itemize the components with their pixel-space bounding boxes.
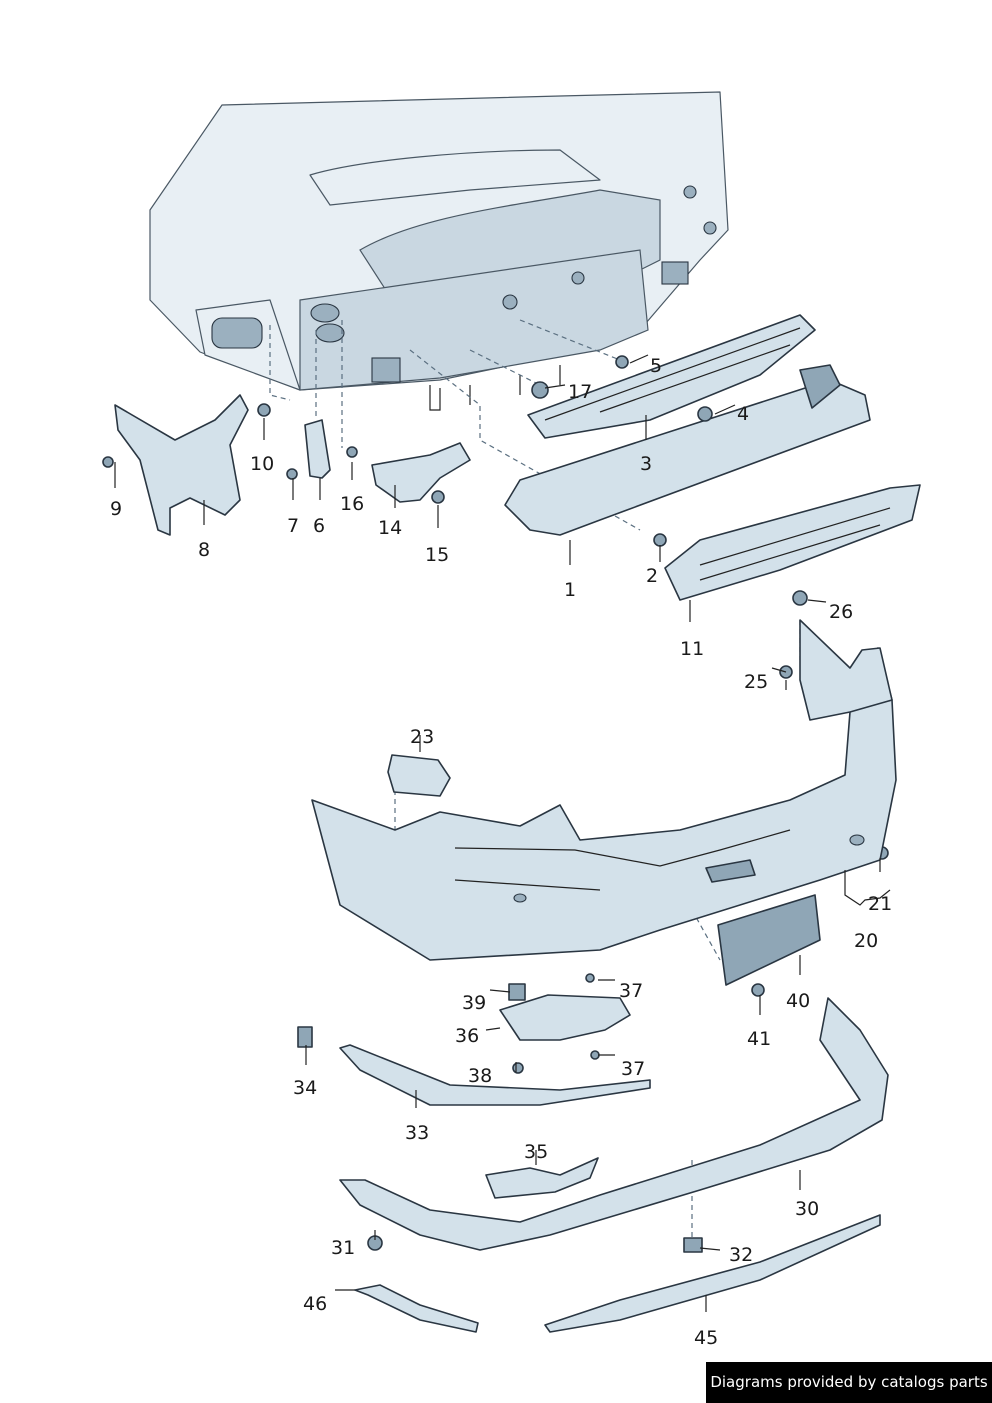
energy-absorber-lower bbox=[664, 484, 921, 601]
rear-spoiler bbox=[339, 997, 889, 1251]
callout-37-bottom: 37 bbox=[621, 1058, 645, 1080]
callout-1: 1 bbox=[564, 579, 576, 601]
side-trim bbox=[354, 1284, 479, 1333]
callout-25: 25 bbox=[744, 671, 768, 693]
callout-3: 3 bbox=[640, 453, 652, 475]
callout-4: 4 bbox=[737, 403, 749, 425]
callout-9: 9 bbox=[110, 498, 122, 520]
callout-41: 41 bbox=[747, 1028, 771, 1050]
callout-2: 2 bbox=[646, 565, 658, 587]
bumper-grille bbox=[499, 994, 631, 1041]
callout-39: 39 bbox=[462, 992, 486, 1014]
callout-17: 17 bbox=[568, 381, 592, 403]
guide-bracket bbox=[304, 419, 331, 479]
callout-26: 26 bbox=[829, 601, 853, 623]
callout-31: 31 bbox=[331, 1237, 355, 1259]
callout-5: 5 bbox=[650, 355, 662, 377]
callout-34: 34 bbox=[293, 1077, 317, 1099]
guide-profile bbox=[371, 442, 471, 503]
guide-insert bbox=[485, 1157, 599, 1199]
callout-40: 40 bbox=[786, 990, 810, 1012]
callout-36: 36 bbox=[455, 1025, 479, 1047]
callout-46: 46 bbox=[303, 1293, 327, 1315]
fasteners bbox=[102, 355, 889, 1253]
callout-35: 35 bbox=[524, 1141, 548, 1163]
callout-38: 38 bbox=[468, 1065, 492, 1087]
callout-23: 23 bbox=[410, 726, 434, 748]
leader-lines bbox=[114, 354, 891, 1312]
callout-21: 21 bbox=[868, 893, 892, 915]
vehicle-rear-body bbox=[149, 91, 729, 411]
callout-30: 30 bbox=[795, 1198, 819, 1220]
callout-16: 16 bbox=[340, 493, 364, 515]
trim-strip-lower bbox=[544, 1214, 881, 1333]
callout-45: 45 bbox=[694, 1327, 718, 1349]
callout-7: 7 bbox=[287, 515, 299, 537]
side-bracket bbox=[114, 394, 249, 536]
callout-6: 6 bbox=[313, 515, 325, 537]
callout-8: 8 bbox=[198, 539, 210, 561]
trim-strip-upper bbox=[339, 1044, 651, 1106]
callout-11: 11 bbox=[680, 638, 704, 660]
callout-20: 20 bbox=[854, 930, 878, 952]
callout-33: 33 bbox=[405, 1122, 429, 1144]
bumper-carrier-beam bbox=[504, 379, 871, 536]
callout-labels: 1 2 3 4 5 6 7 8 9 10 11 14 15 16 17 20 2… bbox=[110, 355, 892, 1349]
energy-absorber-upper bbox=[527, 314, 816, 439]
callout-32: 32 bbox=[729, 1244, 753, 1266]
callout-37-top: 37 bbox=[619, 980, 643, 1002]
license-plate-bracket bbox=[717, 894, 821, 986]
callout-15: 15 bbox=[425, 544, 449, 566]
callout-10: 10 bbox=[250, 453, 274, 475]
callout-14: 14 bbox=[378, 517, 402, 539]
reflector-pad bbox=[387, 754, 451, 797]
credit-banner: Diagrams provided by catalogs parts bbox=[706, 1362, 992, 1403]
